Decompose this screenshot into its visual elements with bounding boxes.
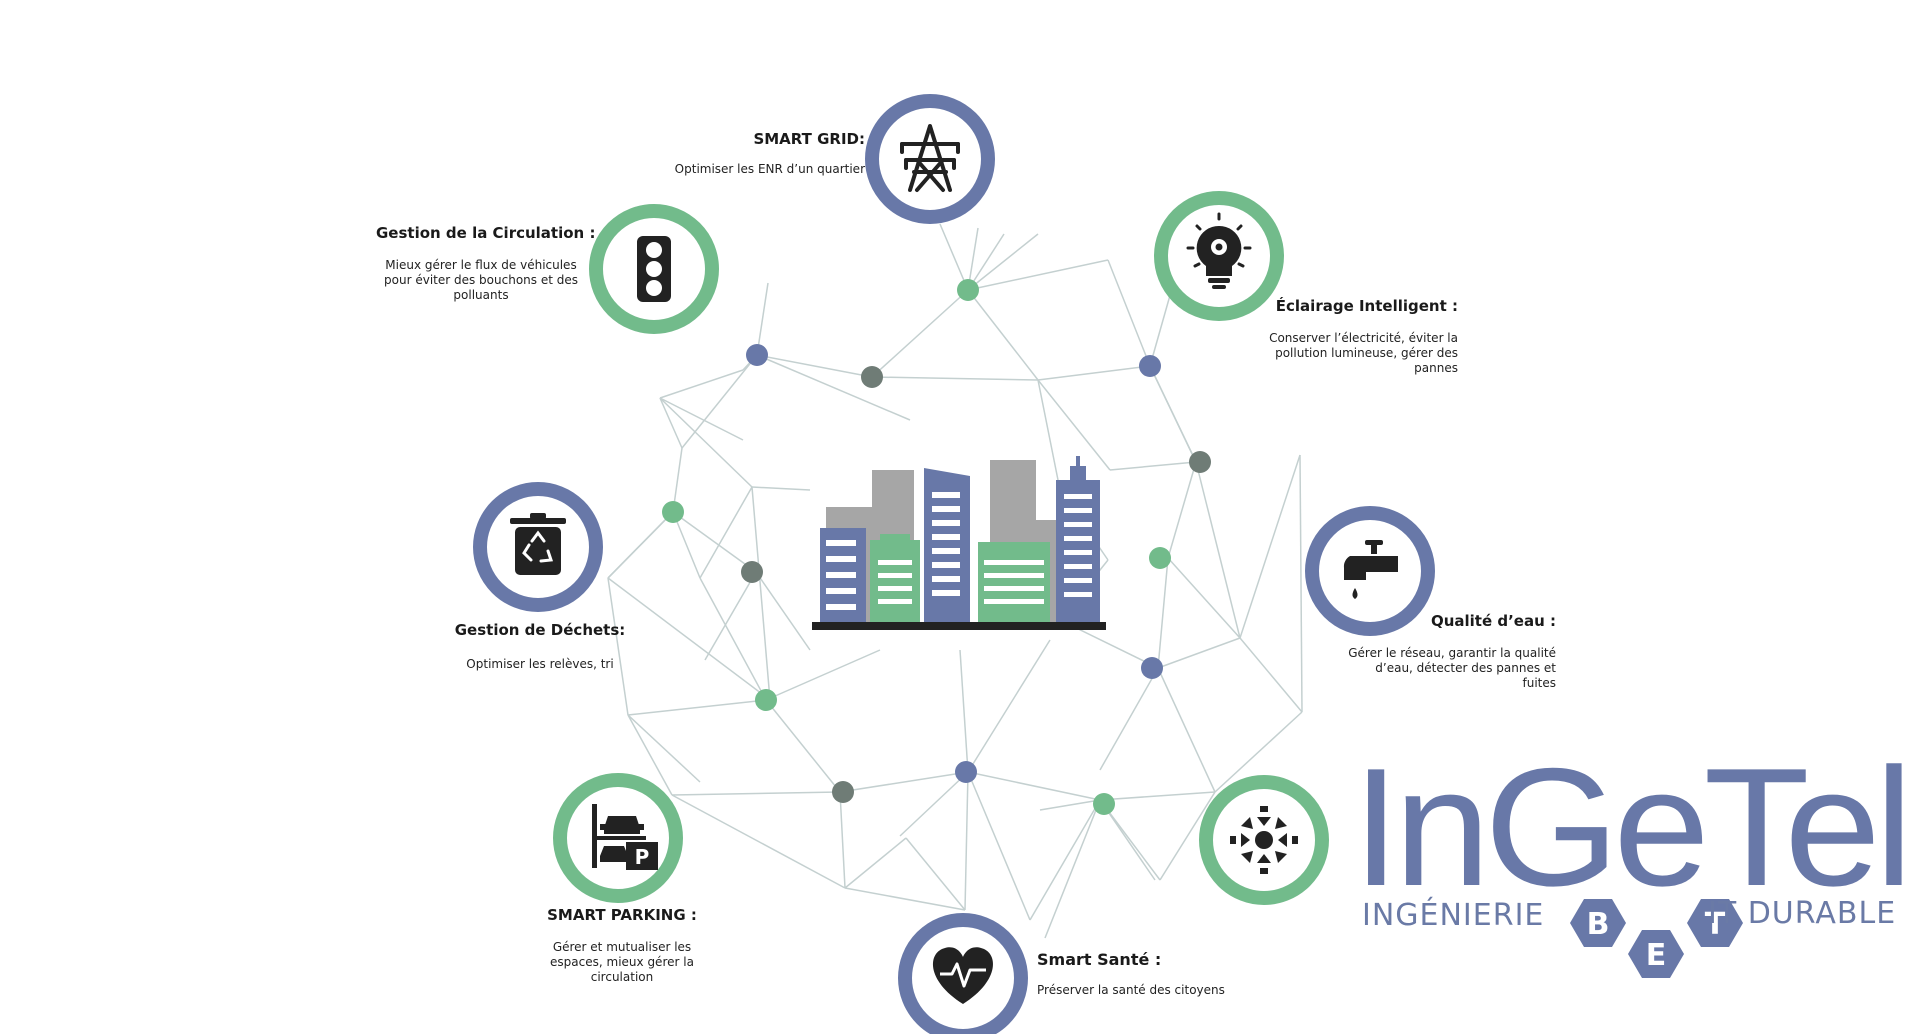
water-tap-icon: [1343, 540, 1398, 599]
hub-circle: [1199, 775, 1329, 905]
parking-description: Gérer et mutualiser les espaces, mieux g…: [550, 940, 694, 984]
smart-grid-title: SMART GRID:: [753, 130, 865, 148]
circulation-description: Mieux gérer le flux de véhicules pour év…: [384, 258, 578, 302]
circulation-circle: [589, 204, 719, 334]
converging-arrows-icon: [1230, 806, 1298, 874]
eau-title: Qualité d’eau :: [1430, 612, 1556, 630]
eau-description: Gérer le réseau, garantir la qualité d’e…: [1348, 646, 1556, 690]
logo-hex-letter-t: T: [1705, 907, 1726, 942]
network-node: [1141, 657, 1163, 679]
network-node: [861, 366, 883, 388]
network-node: [1093, 793, 1115, 815]
smart-grid-label: SMART GRID: Optimiser les ENR d’un quart…: [605, 130, 865, 177]
network-node: [1139, 355, 1161, 377]
eau-label: Qualité d’eau : Gérer le réseau, garanti…: [1296, 612, 1556, 691]
network-node: [1189, 451, 1211, 473]
recycle-bin-icon: [510, 513, 566, 575]
parking-icon: P: [592, 804, 658, 870]
network-node: [741, 561, 763, 583]
eclairage-circle: [1154, 191, 1284, 321]
eclairage-label: Éclairage Intelligent : Conserver l’élec…: [1188, 297, 1458, 376]
network-nodes: [662, 279, 1211, 815]
parking-title: SMART PARKING :: [547, 906, 697, 924]
network-node: [755, 689, 777, 711]
dechets-description: Optimiser les relèves, tri: [466, 657, 614, 671]
traffic-light-icon: [637, 236, 671, 302]
network-lines: [607, 223, 1303, 939]
logo-left-text: INGÉNIERIE: [1362, 898, 1545, 933]
sante-label: Smart Santé : Préserver la santé des cit…: [1037, 950, 1277, 998]
city-buildings-illustration: [812, 456, 1106, 630]
network-node: [832, 781, 854, 803]
heart-pulse-icon: [932, 947, 994, 1004]
smart-grid-description: Optimiser les ENR d’un quartier: [674, 162, 865, 176]
parking-label: SMART PARKING : Gérer et mutualiser les …: [532, 906, 712, 985]
network-node: [957, 279, 979, 301]
power-tower-icon: [900, 124, 960, 192]
eclairage-description: Conserver l’électricité, éviter la pollu…: [1269, 331, 1458, 375]
network-node: [746, 344, 768, 366]
logo-word-text: InGeTel: [1352, 740, 1907, 900]
network-node: [662, 501, 684, 523]
logo-hex-letter-e: E: [1646, 938, 1667, 973]
dechets-circle: [473, 482, 603, 612]
network-node: [1149, 547, 1171, 569]
circulation-label: Gestion de la Circulation : Mieux gérer …: [376, 224, 596, 303]
parking-badge-letter: P: [635, 845, 650, 869]
sante-circle: [898, 913, 1028, 1034]
logo-hex-letter-b: B: [1587, 907, 1610, 942]
sante-description: Préserver la santé des citoyens: [1037, 983, 1225, 997]
dechets-label: Gestion de Déchets: Optimiser les relève…: [440, 621, 640, 672]
parking-circle: P: [553, 773, 683, 903]
eau-circle: [1305, 506, 1435, 636]
eclairage-title: Éclairage Intelligent :: [1275, 297, 1458, 315]
logo-right-text: IT DURABLE: [1708, 896, 1897, 931]
logo-wordmark: InGeTel: [1352, 740, 1912, 900]
smart-grid-circle: [865, 94, 995, 224]
circulation-title: Gestion de la Circulation :: [376, 224, 596, 242]
network-node: [955, 761, 977, 783]
logo-hexagons: B E T: [1570, 899, 1743, 978]
sante-title: Smart Santé :: [1037, 950, 1162, 969]
lightbulb-gear-icon: [1186, 212, 1252, 289]
dechets-title: Gestion de Déchets:: [454, 621, 626, 639]
